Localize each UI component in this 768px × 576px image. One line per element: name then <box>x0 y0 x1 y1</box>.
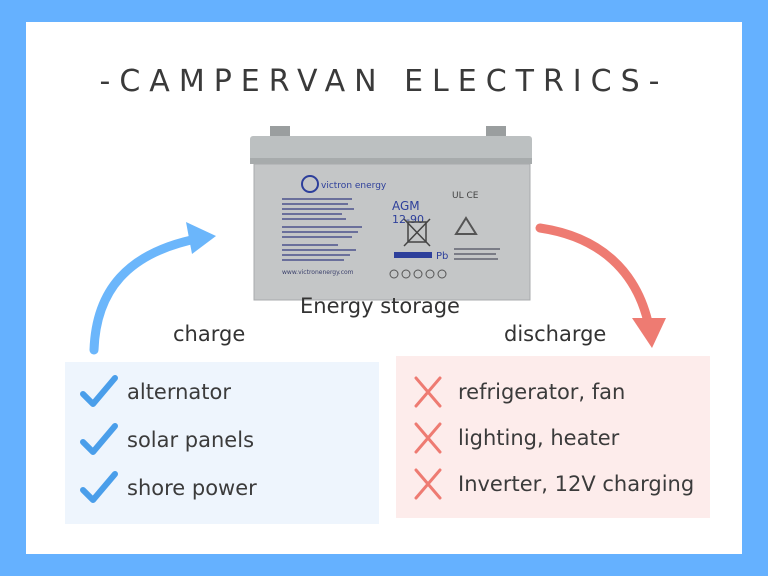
list-item: solar panels <box>65 420 254 460</box>
list-item: alternator <box>65 372 231 412</box>
list-item: Inverter, 12V charging <box>396 464 694 504</box>
discharge-item: lighting, heater <box>458 426 620 450</box>
discharge-arrow <box>535 223 653 327</box>
charge-arrow <box>89 233 206 355</box>
battery-pb: Pb <box>436 251 448 262</box>
flow-arrows <box>89 222 666 355</box>
discharge-arrowhead <box>632 318 666 348</box>
svg-text:UL CE: UL CE <box>452 191 479 201</box>
charge-arrowhead <box>186 222 216 254</box>
charge-item: shore power <box>127 476 257 500</box>
charge-panel: alternator solar panels shore power <box>65 362 379 524</box>
list-item: lighting, heater <box>396 418 619 458</box>
recycle-bin-icon <box>403 218 431 247</box>
discharge-item: refrigerator, fan <box>458 380 626 404</box>
checkmark-icon <box>80 375 118 407</box>
charge-label: charge <box>173 322 246 346</box>
cross-icon <box>414 422 442 454</box>
charge-item: solar panels <box>127 428 255 452</box>
battery-model-1: AGM <box>392 199 420 213</box>
recycle-icon <box>454 216 478 235</box>
cross-icon <box>414 376 442 408</box>
checkmark-icon <box>80 423 118 455</box>
discharge-panel: refrigerator, fan lighting, heater Inver… <box>396 356 710 518</box>
card: -CAMPERVAN ELECTRICS- victron energy AGM… <box>26 22 742 554</box>
battery-brand: victron energy <box>321 181 387 191</box>
checkmark-icon <box>80 471 118 503</box>
battery-footer: www.victronenergy.com <box>282 269 354 276</box>
list-item: refrigerator, fan <box>396 372 625 412</box>
battery-image: victron energy AGM 12-90 www.victronener… <box>230 122 550 312</box>
discharge-label: discharge <box>504 322 607 346</box>
energy-storage-caption: Energy storage <box>300 294 460 318</box>
charge-item: alternator <box>127 380 232 404</box>
discharge-item: Inverter, 12V charging <box>458 472 695 496</box>
cross-icon <box>414 468 442 500</box>
list-item: shore power <box>65 468 257 508</box>
page-title: -CAMPERVAN ELECTRICS- <box>99 64 669 99</box>
